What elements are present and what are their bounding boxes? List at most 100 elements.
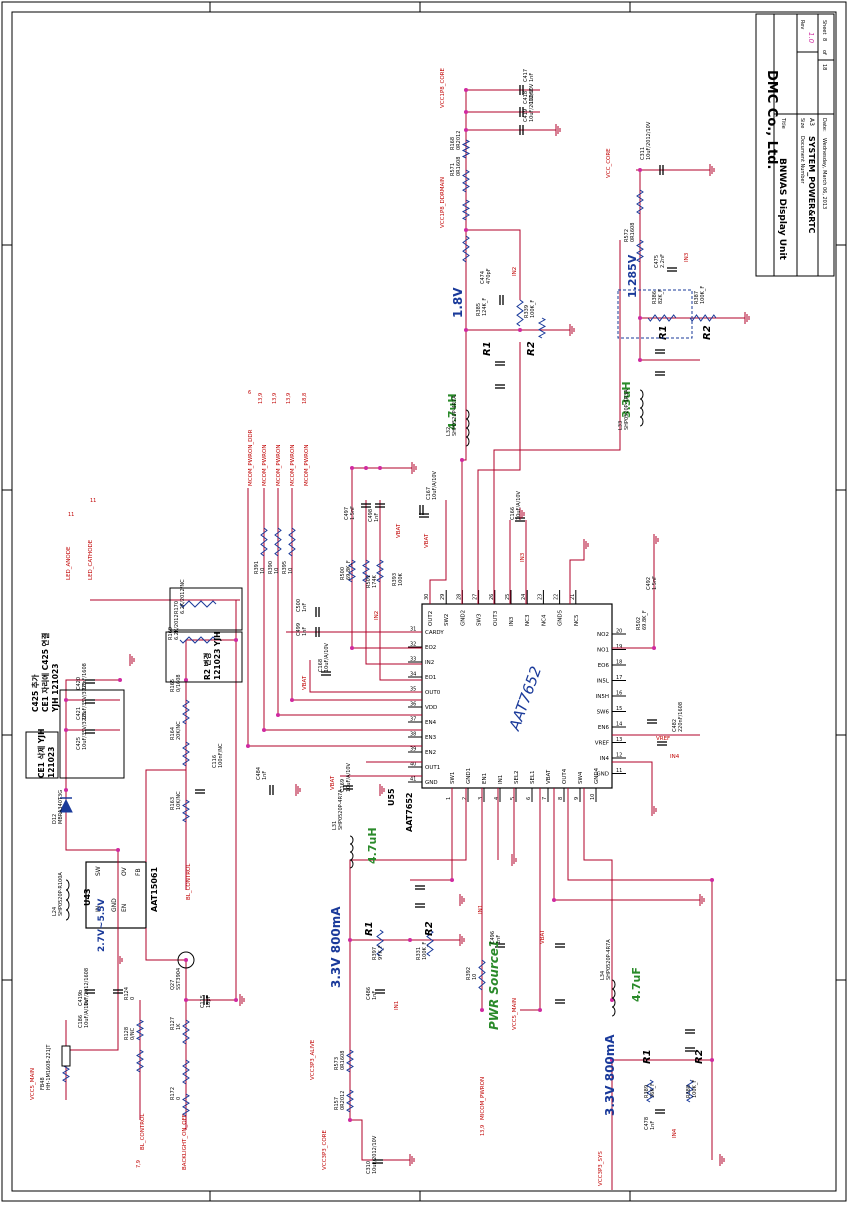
ground-symbol bbox=[744, 312, 750, 324]
pin-9-name: SW4 bbox=[578, 771, 584, 784]
component-value: 69.8K_F bbox=[642, 610, 648, 630]
pin-8-num: 8 bbox=[558, 797, 564, 800]
junction-dot bbox=[408, 938, 412, 942]
component-value: 6.2K/2012/NC bbox=[180, 579, 186, 614]
component-label: R1706.2K/2012/NC bbox=[174, 579, 186, 614]
component-value: 10uF/A/10V bbox=[324, 642, 330, 672]
component-value: 100K_F bbox=[692, 1080, 698, 1098]
pin-17-num: 17 bbox=[616, 675, 622, 681]
resistor-symbol bbox=[689, 314, 717, 322]
net-backlight: BACKLIGHT_ON_OFF bbox=[182, 1114, 188, 1170]
component-ref: C474 bbox=[480, 271, 486, 284]
pin-36-num: 36 bbox=[410, 702, 416, 708]
resistor-symbol bbox=[346, 1049, 354, 1073]
pin-3-name: EN1 bbox=[482, 773, 488, 784]
component-ref: R397 bbox=[372, 947, 378, 960]
pin-31-num: 31 bbox=[410, 627, 416, 633]
chip-u43-pin-in: IN bbox=[95, 906, 102, 912]
pin-14-num: 14 bbox=[616, 722, 622, 728]
component-ref: R392 bbox=[466, 967, 472, 980]
component-symbols bbox=[59, 85, 717, 1164]
component-ref: C492 bbox=[646, 577, 652, 590]
component-value: 2.2nF bbox=[660, 254, 666, 268]
chip-u43-pin-fb: FB bbox=[135, 868, 142, 876]
junction-dot bbox=[538, 1008, 542, 1012]
net-vbat-5: VBAT bbox=[540, 929, 546, 944]
component-label: C4861nF bbox=[366, 987, 378, 1000]
pin-36-name: VDD bbox=[425, 705, 437, 711]
junction-dot bbox=[350, 466, 354, 470]
ground-symbol bbox=[411, 462, 417, 474]
rev-value: 1.0 bbox=[807, 32, 815, 44]
resistor-symbol bbox=[135, 1019, 145, 1041]
pin-29-num: 29 bbox=[440, 594, 446, 600]
pin-1-num: 1 bbox=[446, 797, 452, 800]
note-text: C425 추가 CE1 자리에 C425 연결 YJH 121023 CE1 삭… bbox=[30, 632, 222, 778]
pin-28-name: GND2 bbox=[460, 610, 466, 626]
label-4p7uh-bottom: 4.7uH bbox=[366, 827, 379, 864]
component-value: 0R1608 bbox=[456, 157, 462, 176]
junction-dot bbox=[290, 698, 294, 702]
page-ref-6: 11 bbox=[68, 512, 74, 518]
resistor-symbol bbox=[179, 600, 217, 608]
chip-u55-body bbox=[421, 603, 613, 789]
pin-12-num: 12 bbox=[616, 753, 622, 759]
component-ref: R395 bbox=[282, 561, 288, 574]
label-4p7uf: 4.7uF bbox=[630, 967, 643, 1002]
net-vbat-1: VBAT bbox=[424, 533, 430, 548]
pin-2-name: GND1 bbox=[466, 768, 472, 784]
pin-23-num: 23 bbox=[537, 594, 543, 600]
resistor-symbol bbox=[647, 314, 677, 322]
component-label: C4991nF bbox=[296, 623, 308, 636]
pin-19-name: NO1 bbox=[597, 648, 609, 654]
date-label: Date: bbox=[821, 118, 827, 132]
ground-symbol bbox=[699, 894, 705, 906]
chip-u43-body bbox=[85, 861, 147, 929]
component-ref: C478 bbox=[644, 1117, 650, 1130]
size-value: A3 bbox=[808, 118, 815, 126]
net-vcc3p3-core: VCC3P3_CORE bbox=[322, 1130, 328, 1170]
junction-dot bbox=[638, 358, 642, 362]
component-label: R39010 bbox=[268, 561, 280, 574]
ground-symbol bbox=[555, 124, 561, 136]
pin-5-num: 5 bbox=[510, 797, 516, 800]
junction-dot bbox=[638, 316, 642, 320]
transistor-symbol bbox=[177, 951, 195, 969]
component-value: 1nF bbox=[262, 771, 268, 780]
component-value: SHP0520P-3R3A bbox=[624, 389, 630, 430]
junction-dot bbox=[610, 1058, 614, 1062]
rev-label: Rev bbox=[799, 20, 805, 29]
inductor-symbol bbox=[349, 835, 354, 869]
component-ref: C425 bbox=[76, 737, 82, 750]
pin-7-name: VBAT bbox=[546, 769, 552, 784]
note-r2-date: 121023 YJH bbox=[213, 632, 222, 680]
component-ref: C498 bbox=[368, 509, 374, 522]
label-range: 2.7V~5.5V bbox=[97, 899, 107, 952]
net-mcom-pwron-ddr: MCOM_PWRON_DDR bbox=[248, 429, 254, 486]
component-ref: C419b bbox=[78, 990, 84, 1006]
junction-dot bbox=[464, 328, 468, 332]
net-vcc5-main: VCC5_MAIN bbox=[30, 1068, 36, 1100]
pin-21-name: NC5 bbox=[574, 614, 580, 626]
label-r1-b: R1 bbox=[658, 325, 669, 340]
component-ref: R127 bbox=[170, 1017, 176, 1030]
chip-u43-pin-sw: SW bbox=[95, 866, 102, 876]
annotations: 1.8V 1.285V 4.7uH 3.3uH 4.7uH 4.7uF 3.3V… bbox=[97, 254, 713, 1116]
resistor-symbol bbox=[288, 527, 296, 557]
component-value: 10 bbox=[260, 568, 266, 574]
pin-18-num: 18 bbox=[616, 660, 622, 666]
ground-symbol bbox=[379, 784, 385, 796]
component-value: 0 bbox=[176, 1097, 182, 1100]
junction-dot bbox=[64, 728, 68, 732]
component-value: 10uF/A/10V bbox=[84, 998, 90, 1028]
net-led-cathode: LED_CATHODE bbox=[88, 539, 94, 580]
inductor-symbol bbox=[639, 389, 644, 427]
component-ref: R388 bbox=[686, 1085, 692, 1098]
junction-dot bbox=[348, 1118, 352, 1122]
pin-13-name: VREF bbox=[595, 741, 609, 747]
title-label: Title bbox=[780, 117, 786, 129]
component-ref: R128 bbox=[124, 1027, 130, 1040]
note-boxes bbox=[25, 289, 693, 779]
resistor-symbol bbox=[376, 559, 384, 583]
ground-symbol bbox=[653, 534, 659, 546]
